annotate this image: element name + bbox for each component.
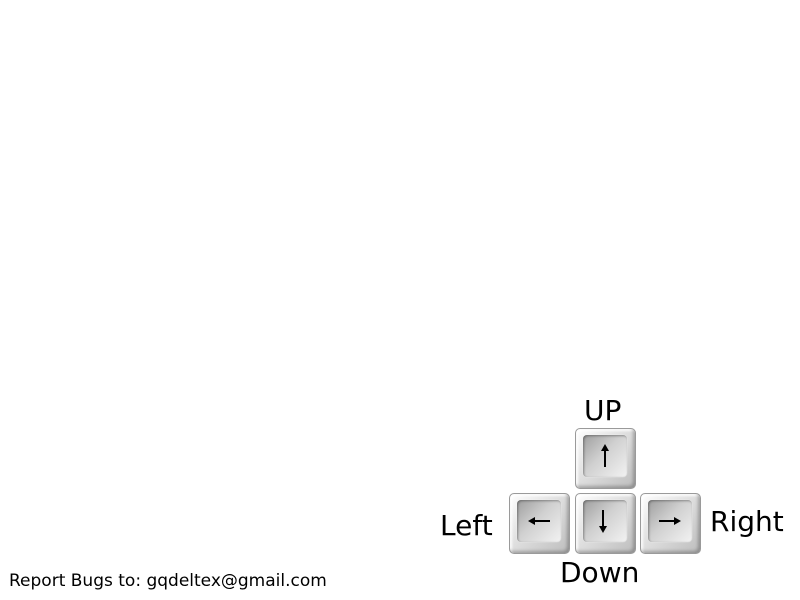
arrow-down-icon — [599, 510, 607, 533]
arrow-right-icon — [659, 517, 681, 525]
arrow-left-icon — [528, 517, 550, 525]
key-face — [583, 500, 627, 542]
down-label: Down — [560, 556, 640, 589]
up-label: UP — [584, 394, 622, 427]
arrow-up-icon — [601, 444, 609, 467]
left-arrow-key — [509, 493, 570, 554]
down-arrow-key — [575, 493, 636, 554]
right-arrow-key — [640, 493, 701, 554]
report-bugs-text: Report Bugs to: gqdeltex@gmail.com — [9, 571, 327, 591]
left-label: Left — [440, 509, 493, 542]
up-arrow-key — [575, 428, 636, 489]
right-label: Right — [710, 505, 784, 538]
